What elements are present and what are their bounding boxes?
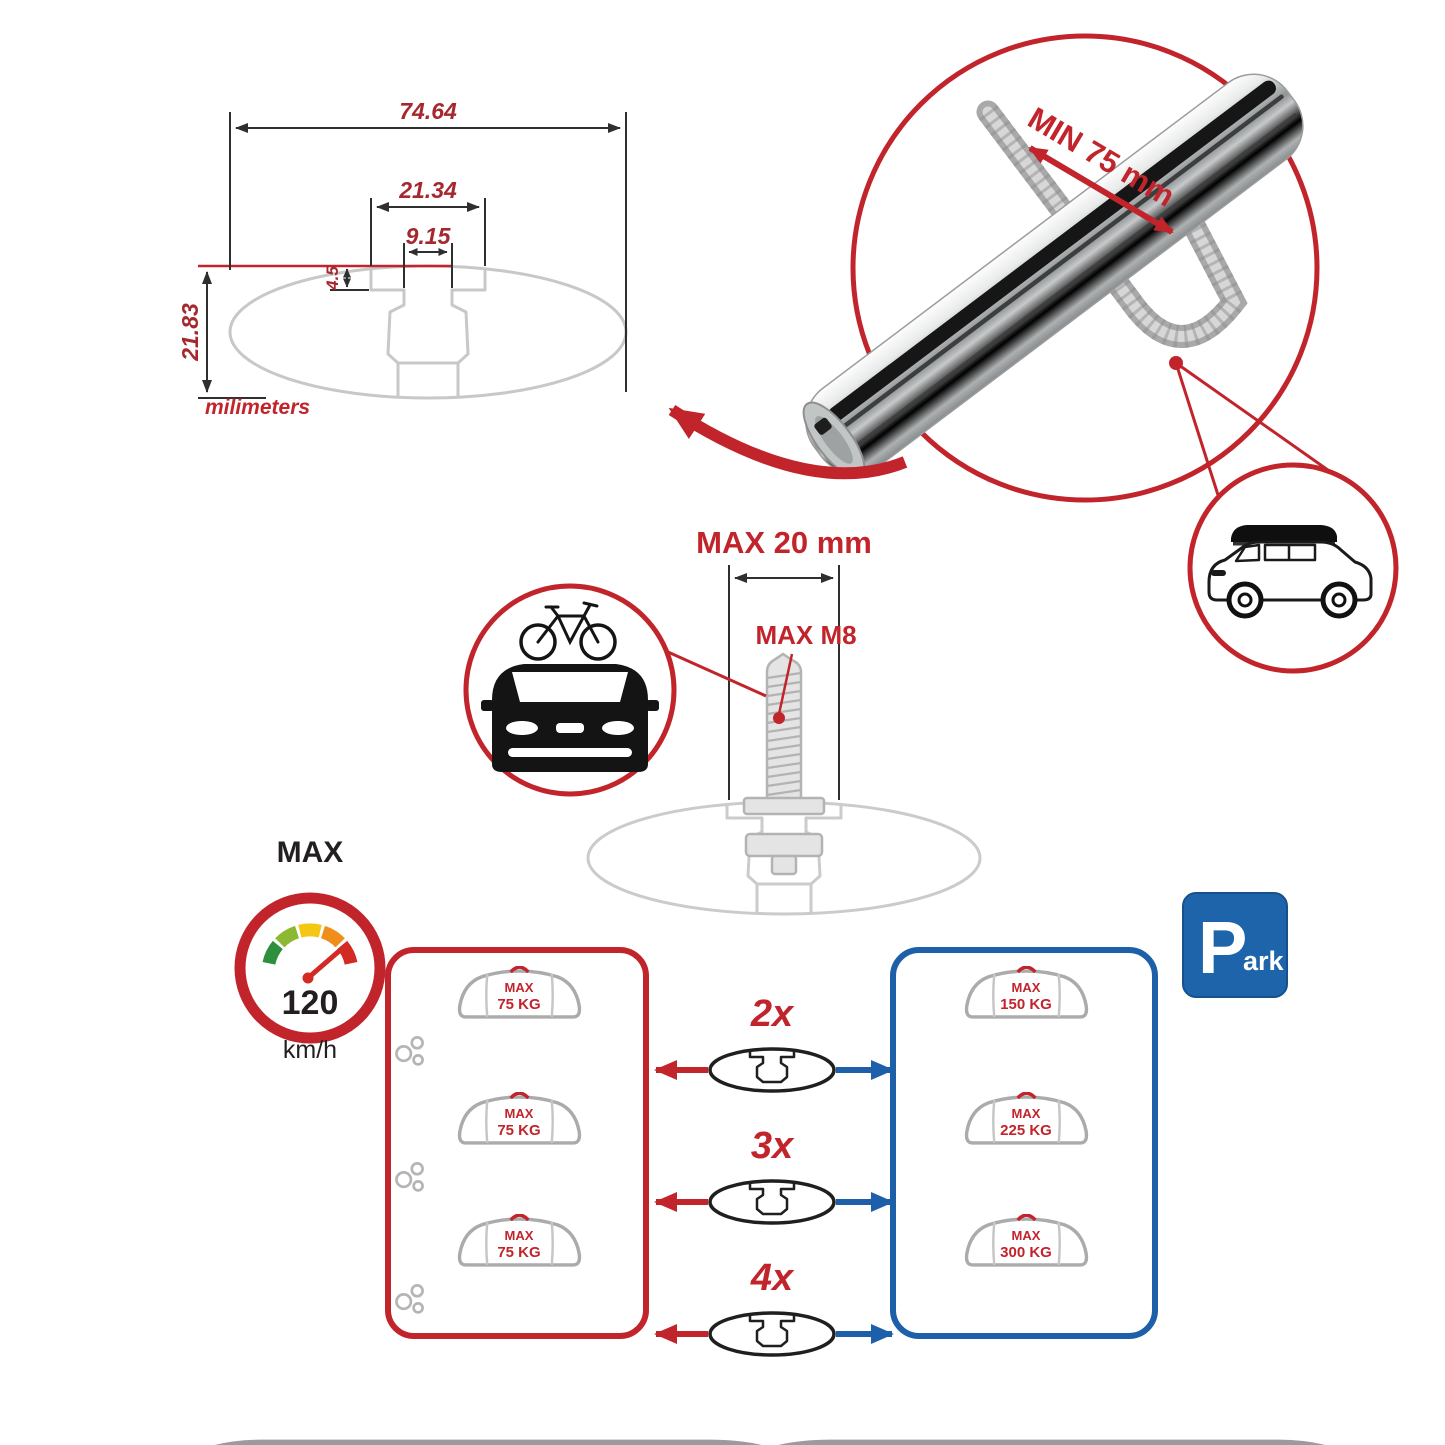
multiplier-label: 2x [750,993,795,1035]
bag-load-label: 300 KG [1000,1244,1052,1261]
bicycle-icon [519,601,617,661]
bar-to-drawing-arrow [668,404,908,480]
park-sign-suffix: ark [1243,946,1285,976]
bag-max-label: MAX [505,980,534,995]
bag-max-label: MAX [505,1228,534,1243]
dim-total-width: 74.64 [399,98,457,124]
bar-count-rows: 2x 3x 4x [654,993,894,1357]
parked-car-2: MAX 225 KG [964,1092,1089,1145]
crossbar-profile-icon [708,1311,836,1357]
driving-car-2: MAX 75 KG [395,1092,582,1192]
dim-slot-depth: 4.5 [323,266,342,291]
extension-lines-slot-inner [403,243,453,288]
bag-max-label: MAX [1012,1106,1041,1121]
gauge-value: 120 [282,984,339,1022]
profile-t-slot [369,269,487,365]
dim-total-height: 21.83 [177,303,203,362]
driving-car-1: MAX 75 KG [395,966,582,1066]
dim-slot-inner: 9.15 [406,223,452,249]
row-3x: 3x [654,1125,894,1225]
bolt-diagram: MAX 20 mm MAX M8 [463,525,982,916]
crossbar-profile-icon [708,1179,836,1225]
dim-slot-outer: 21.34 [398,177,457,203]
parked-car-3: MAX 300 KG [964,1214,1089,1267]
multiplier-label: 3x [751,1125,795,1167]
driving-load-box: MAX 75 KG MAX 75 KG MAX 75 KG [385,947,649,1339]
multiplier-label: 4x [750,1257,795,1299]
bag-load-label: 75 KG [497,996,540,1013]
suv-roofbox-inset [1187,462,1399,674]
bag-load-label: 75 KG [497,1122,540,1139]
crossbar-dimension-drawing: 74.64 21.34 9.15 4.5 21.83 milimeters [177,98,628,419]
thread-leader-dot [773,712,785,724]
profile-feet-lines [396,363,460,397]
bag-load-label: 75 KG [497,1244,540,1261]
bolt-max-width-label: MAX 20 mm [696,525,872,560]
extension-lines-total-width [229,112,627,392]
speed-limit-gauge: MAX 120 km/h [234,836,386,1064]
bar-closeup-inset: MIN 75 mm [802,33,1353,503]
bag-load-label: 150 KG [1000,996,1052,1013]
row-2x: 2x [654,993,894,1093]
gauge-unit: km/h [283,1036,337,1064]
bolt-extension-lines [728,565,840,800]
bag-max-label: MAX [1012,1228,1041,1243]
parked-load-box: MAX 150 KG MAX 225 KG MAX 300 KG [890,947,1158,1339]
bag-max-label: MAX [1012,980,1041,995]
extension-lines-slot-outer [370,198,486,266]
bike-on-car-inset [463,583,677,797]
bag-max-label: MAX [505,1106,534,1121]
park-sign-p: P [1198,906,1247,989]
thread-leader-line [777,653,794,715]
car-front-icon [481,664,659,772]
gauge-needle-pivot [302,972,314,984]
bike-inset-connector [667,650,767,698]
callout-lines [1174,361,1353,496]
t-bolt [742,652,826,876]
bolt-max-thread-label: MAX M8 [755,620,856,650]
gauge-arc [262,923,358,966]
park-sign-plate [1182,892,1288,998]
parked-car-1: MAX 150 KG [964,966,1089,1019]
gauge-title: MAX [277,836,344,869]
unit-label: milimeters [205,396,310,419]
crossbar-profile-icon [708,1047,836,1093]
park-sign: P ark [1182,892,1288,998]
min-clamp-arrow [1028,145,1174,235]
gauge-ring [234,892,386,1044]
suv-with-roofbox-icon [1207,525,1373,619]
row-4x: 4x [654,1257,894,1357]
driving-car-3: MAX 75 KG [395,1214,582,1314]
u-clamp-strap [976,100,1248,348]
bag-load-label: 225 KG [1000,1122,1052,1139]
